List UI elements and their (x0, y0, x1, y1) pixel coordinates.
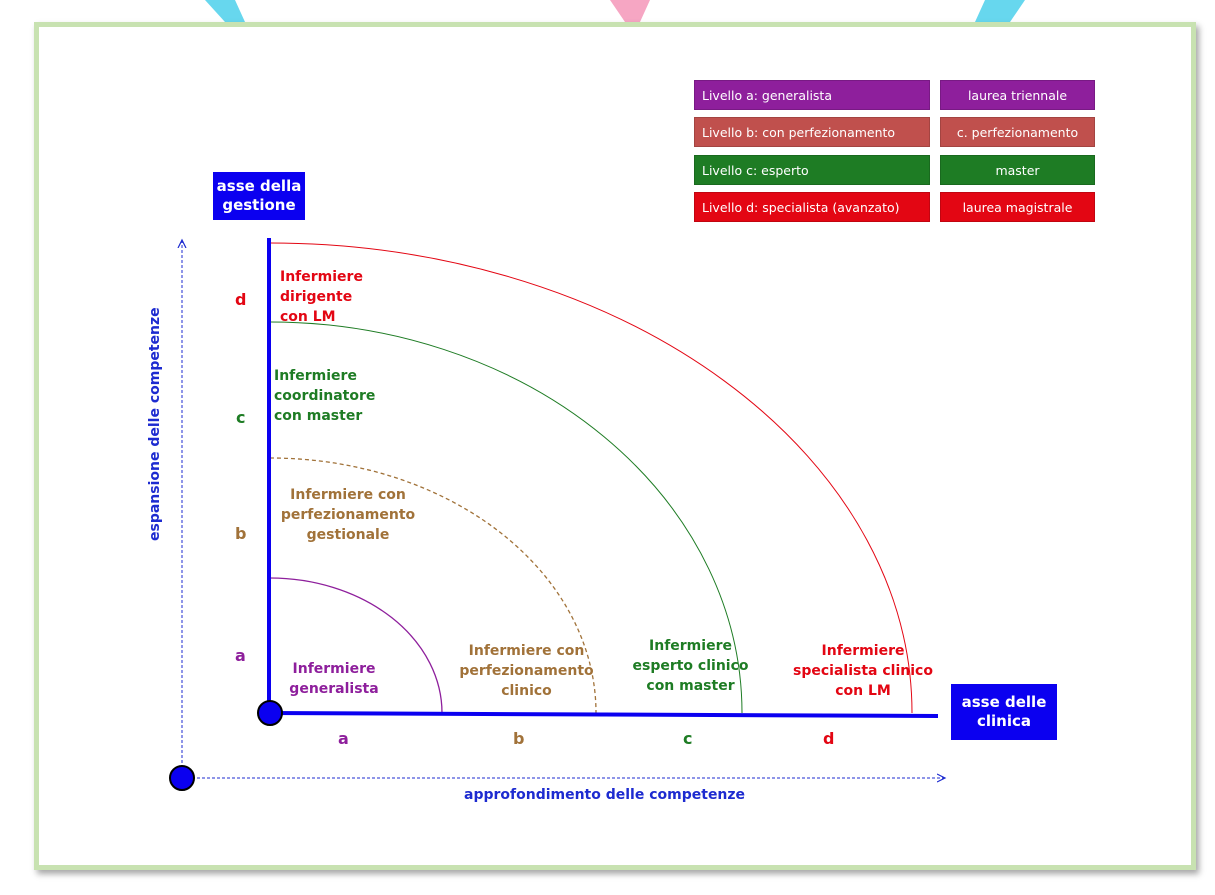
arc-level-d (269, 242, 913, 714)
legend-level-a: Livello a: generalista (694, 80, 930, 110)
x-level-a: a (338, 729, 349, 748)
label-perfezionamento-clinico: Infermiere con perfezionamento clinico (459, 643, 594, 699)
label-specialista-clinico-lm: Infermiere specialista clinico con LM (793, 643, 933, 699)
legend-level-c: Livello c: esperto (694, 155, 930, 185)
arc-level-c (269, 321, 743, 714)
legend-title-d-text: laurea magistrale (962, 199, 1073, 215)
label-esperto-clinico-master: Infermiere esperto clinico con master (632, 638, 749, 694)
legend-title-a-text: laurea triennale (967, 87, 1068, 103)
x-level-b: b (513, 729, 525, 748)
x-axis-title: approfondimento delle competenze (464, 787, 746, 803)
clinical-axis-tag-text: asse delle clinica (961, 693, 1047, 730)
arc-level-a (269, 577, 443, 714)
x-level-d: d (823, 729, 835, 748)
legend-level-b: Livello b: con perfezionamento (694, 117, 930, 147)
legend-level-d: Livello d: specialista (avanzato) (694, 192, 930, 222)
clinical-axis (268, 711, 939, 718)
cyan-wedge-left (205, 0, 245, 22)
legend-title-c-text: master (995, 162, 1040, 178)
y-level-d: d (235, 290, 247, 309)
management-axis-tag: asse della gestione (213, 172, 305, 220)
legend-level-d-text: Livello d: specialista (avanzato) (702, 199, 900, 215)
label-infermiere-generalista: Infermiere generalista (289, 661, 379, 697)
management-axis-tag-text: asse della gestione (216, 177, 302, 214)
y-level-a: a (235, 646, 246, 665)
legend-level-b-text: Livello b: con perfezionamento (702, 124, 896, 140)
legend-title-b: c. perfezionamento (940, 117, 1095, 147)
arc-level-b (269, 457, 597, 714)
x-level-c: c (683, 729, 693, 748)
legend-level-a-text: Livello a: generalista (702, 87, 832, 103)
y-axis-title: espansione delle competenze (147, 307, 163, 541)
y-level-c: c (236, 408, 246, 427)
outer-origin-dot (169, 765, 195, 791)
label-dirigente-lm: Infermiere dirigente con LM (280, 269, 363, 325)
legend-title-d: laurea magistrale (940, 192, 1095, 222)
label-coordinatore-master: Infermiere coordinatore con master (274, 368, 376, 424)
label-perfezionamento-gestionale: Infermiere con perfezionamento gestional… (280, 487, 416, 543)
clinical-axis-tag: asse delle clinica (951, 684, 1057, 740)
origin-dot (257, 700, 283, 726)
legend-title-c: master (940, 155, 1095, 185)
y-level-b: b (235, 524, 247, 543)
legend-title-b-text: c. perfezionamento (956, 124, 1079, 140)
pink-wedge (610, 0, 650, 22)
legend-level-c-text: Livello c: esperto (702, 162, 809, 178)
legend-title-a: laurea triennale (940, 80, 1095, 110)
cyan-wedge-right (975, 0, 1025, 22)
